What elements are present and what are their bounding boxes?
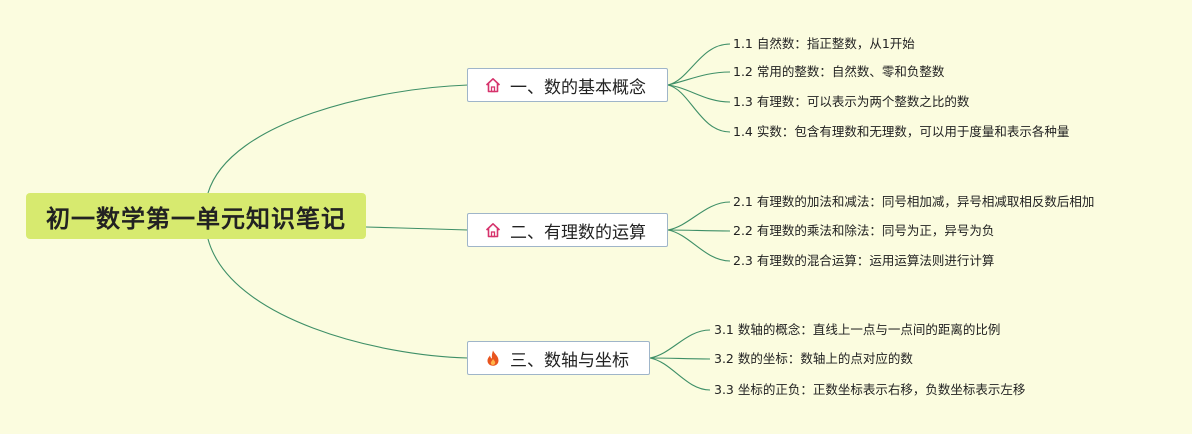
leaf-1-2[interactable]: 1.2 常用的整数：自然数、零和负整数 [733,64,945,79]
root-title: 初一数学第一单元知识笔记 [46,204,346,233]
branch-title-2: 二、有理数的运算 [510,222,646,243]
leaf-1-1[interactable]: 1.1 自然数：指正整数，从1开始 [733,36,915,51]
branch-topic-1[interactable]: 一、数的基本概念 [467,68,668,102]
branch-title-3: 三、数轴与坐标 [510,350,629,371]
root-topic[interactable]: 初一数学第一单元知识笔记 [26,193,366,239]
leaf-1-3[interactable]: 1.3 有理数：可以表示为两个整数之比的数 [733,94,970,109]
connector-b3-leaf-1 [649,329,711,359]
home-icon [484,76,502,94]
connector-b2-leaf-2 [667,229,731,232]
leaf-2-1[interactable]: 2.1 有理数的加法和减法：同号相加减，异号相减取相反数后相加 [733,194,1095,209]
branch-topic-3[interactable]: 三、数轴与坐标 [467,341,650,375]
connector-b2-leaf-1 [667,201,731,231]
connector-b1-leaf-2 [667,71,731,86]
home-icon [484,221,502,239]
branch-topic-2[interactable]: 二、有理数的运算 [467,213,668,247]
leaf-2-3[interactable]: 2.3 有理数的混合运算：运用运算法则进行计算 [733,253,995,268]
leaf-3-1[interactable]: 3.1 数轴的概念：直线上一点与一点间的距离的比例 [714,322,1001,337]
connector-b2-leaf-3 [667,229,731,262]
leaf-3-3[interactable]: 3.3 坐标的正负：正数坐标表示右移，负数坐标表示左移 [714,382,1026,397]
connector-b1-leaf-1 [667,43,731,86]
connector-root-branch-3 [207,238,469,359]
fire-icon [484,349,502,367]
connector-b3-leaf-3 [649,357,711,391]
connector-root-branch-1 [207,84,469,194]
leaf-1-4[interactable]: 1.4 实数：包含有理数和无理数，可以用于度量和表示各种量 [733,124,1070,139]
leaf-3-2[interactable]: 3.2 数的坐标：数轴上的点对应的数 [714,351,913,366]
connector-b3-leaf-2 [649,357,711,360]
connector-root-branch-2 [365,226,469,231]
leaf-2-2[interactable]: 2.2 有理数的乘法和除法：同号为正，异号为负 [733,223,995,238]
connector-b1-leaf-3 [667,84,731,103]
connector-b1-leaf-4 [667,84,731,133]
branch-title-1: 一、数的基本概念 [510,77,646,98]
